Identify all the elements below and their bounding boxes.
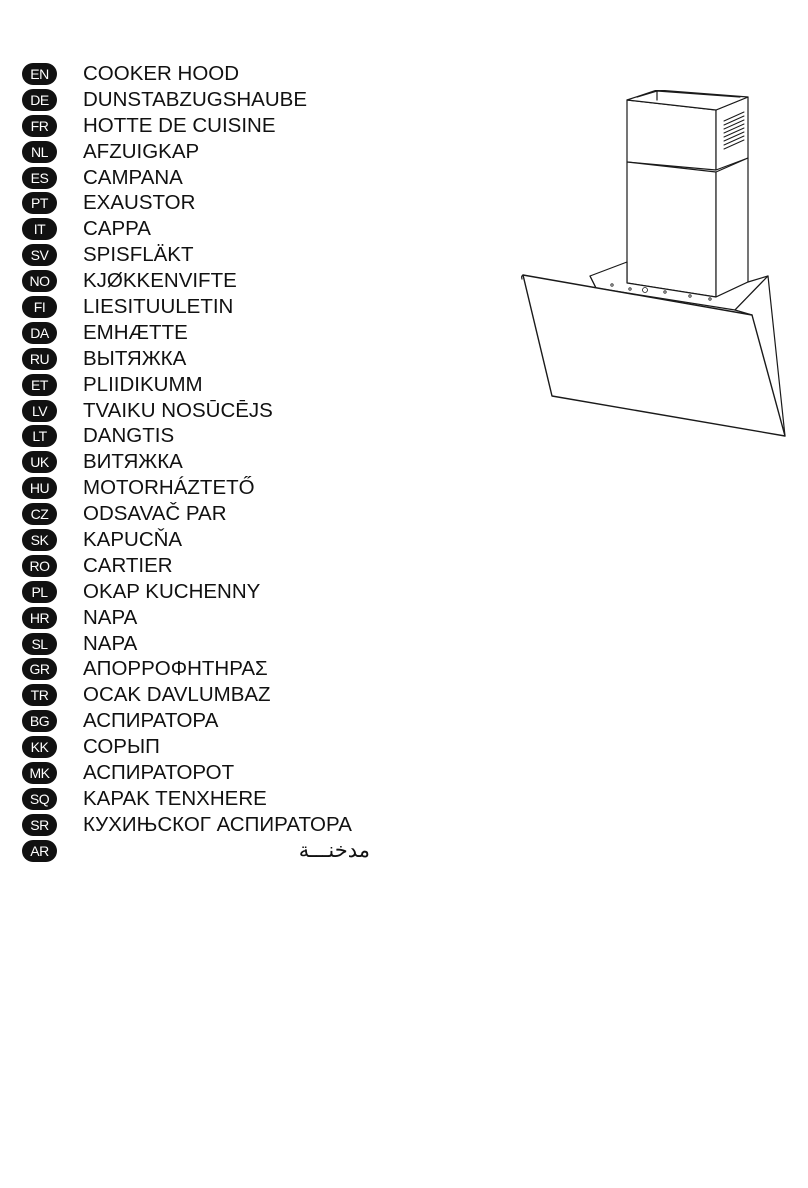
language-code-badge: SV: [22, 244, 57, 267]
language-code-badge: MK: [22, 761, 57, 784]
language-row-hu: HU MOTORHÁZTETŐ: [22, 475, 402, 501]
product-name-label: EXAUSTOR: [83, 191, 196, 215]
product-name-label: LIESITUULETIN: [83, 294, 234, 318]
product-name-label: TVAIKU NOSŪCĒJS: [83, 398, 273, 422]
product-name-label: КУХИЊСКОГ АСПИРАТОРА: [83, 812, 352, 836]
language-code-badge: HR: [22, 606, 57, 629]
language-code-badge: BG: [22, 710, 57, 733]
product-name-label: COOKER HOOD: [83, 61, 240, 85]
product-name-label: ODSAVAČ PAR: [83, 502, 227, 526]
language-code-badge: NL: [22, 140, 57, 163]
cooker-hood-icon: [521, 90, 786, 437]
product-name-label: KAPAK TENXHERE: [83, 786, 267, 810]
language-row-sq: SQ KAPAK TENXHERE: [22, 786, 402, 812]
product-name-label: NAPA: [83, 605, 138, 629]
product-name-label: ВИТЯЖКА: [83, 450, 183, 474]
language-row-sr: SR КУХИЊСКОГ АСПИРАТОРА: [22, 812, 402, 838]
language-row-fr: FR HOTTE DE CUISINE: [22, 113, 402, 139]
language-row-de: DE DUNSTABZUGSHAUBE: [22, 87, 402, 113]
screw-holes-icon: [610, 283, 712, 301]
language-code-badge: ES: [22, 166, 57, 189]
language-row-it: IT CAPPA: [22, 216, 402, 242]
language-row-ro: RO CARTIER: [22, 553, 402, 579]
product-name-label: KAPUCŇA: [83, 527, 183, 551]
language-code-badge: LV: [22, 399, 57, 422]
language-code-badge: FR: [22, 114, 57, 137]
language-row-es: ES CAMPANA: [22, 165, 402, 191]
language-row-sk: SK KAPUCŇA: [22, 527, 402, 553]
language-row-kk: KK СОРЫП: [22, 734, 402, 760]
language-row-ru: RU ВЫТЯЖКА: [22, 346, 402, 372]
language-row-tr: TR OCAK DAVLUMBAZ: [22, 682, 402, 708]
language-row-no: NO KJØKKENVIFTE: [22, 268, 402, 294]
product-name-label: ΑΠΟΡΡΟΦΗΤΗΡΑΣ: [83, 657, 268, 681]
language-code-badge: PT: [22, 192, 57, 215]
language-row-hr: HR NAPA: [22, 605, 402, 631]
language-code-badge: SR: [22, 813, 57, 836]
product-name-label: AFZUIGKAP: [83, 139, 200, 163]
product-name-label: HOTTE DE CUISINE: [83, 113, 276, 137]
product-name-label: مدخنـــة: [298, 838, 370, 862]
language-code-badge: NO: [22, 270, 57, 293]
product-name-label: DANGTIS: [83, 424, 175, 448]
product-name-label: OKAP KUCHENNY: [83, 579, 261, 603]
language-row-fi: FI LIESITUULETIN: [22, 294, 402, 320]
language-row-en: EN COOKER HOOD: [22, 61, 402, 87]
language-code-badge: TR: [22, 684, 57, 707]
language-row-uk: UK ВИТЯЖКА: [22, 449, 402, 475]
language-list: EN COOKER HOOD DE DUNSTABZUGSHAUBE FR HO…: [22, 61, 402, 864]
language-code-badge: LT: [22, 425, 57, 448]
product-name-label: CAMPANA: [83, 165, 183, 189]
language-code-badge: KK: [22, 736, 57, 759]
product-name-label: OCAK DAVLUMBAZ: [83, 683, 271, 707]
language-code-badge: SK: [22, 528, 57, 551]
language-code-badge: DA: [22, 321, 57, 344]
language-code-badge: SQ: [22, 787, 57, 810]
product-name-label: SPISFLÄKT: [83, 243, 194, 267]
language-row-pt: PT EXAUSTOR: [22, 190, 402, 216]
product-name-label: CAPPA: [83, 217, 151, 241]
language-code-badge: GR: [22, 658, 57, 681]
language-row-sl: SL NAPA: [22, 631, 402, 657]
language-row-lt: LT DANGTIS: [22, 423, 402, 449]
product-name-label: АСПИРАТОРОТ: [83, 760, 235, 784]
language-row-bg: BG АСПИРАТОРА: [22, 708, 402, 734]
language-row-nl: NL AFZUIGKAP: [22, 139, 402, 165]
product-name-label: ВЫТЯЖКА: [83, 346, 187, 370]
language-code-badge: PL: [22, 580, 57, 603]
language-code-badge: RU: [22, 347, 57, 370]
language-row-cz: CZ ODSAVAČ PAR: [22, 501, 402, 527]
product-name-label: CARTIER: [83, 553, 173, 577]
product-name-label: EMHÆTTE: [83, 320, 188, 344]
language-code-badge: AR: [22, 839, 57, 862]
language-code-badge: CZ: [22, 503, 57, 526]
language-row-gr: GR ΑΠΟΡΡΟΦΗΤΗΡΑΣ: [22, 656, 402, 682]
language-code-badge: DE: [22, 88, 57, 111]
language-code-badge: EN: [22, 62, 57, 85]
language-code-badge: RO: [22, 554, 57, 577]
vent-slots-icon: [723, 111, 745, 150]
product-name-label: АСПИРАТОРА: [83, 709, 219, 733]
language-row-lv: LV TVAIKU NOSŪCĒJS: [22, 398, 402, 424]
language-code-badge: FI: [22, 295, 57, 318]
language-row-da: DA EMHÆTTE: [22, 320, 402, 346]
language-row-mk: MK АСПИРАТОРОТ: [22, 760, 402, 786]
product-name-label: KJØKKENVIFTE: [83, 269, 237, 293]
language-code-badge: IT: [22, 218, 57, 241]
product-name-label: NAPA: [83, 631, 138, 655]
product-name-label: MOTORHÁZTETŐ: [83, 476, 255, 500]
product-name-label: СОРЫП: [83, 735, 160, 759]
language-code-badge: SL: [22, 632, 57, 655]
language-code-badge: UK: [22, 451, 57, 474]
language-row-ar: AR مدخنـــة: [22, 838, 402, 864]
language-code-badge: HU: [22, 477, 57, 500]
language-code-badge: ET: [22, 373, 57, 396]
product-name-label: PLIIDIKUMM: [83, 372, 203, 396]
language-row-pl: PL OKAP KUCHENNY: [22, 579, 402, 605]
language-row-et: ET PLIIDIKUMM: [22, 372, 402, 398]
language-row-sv: SV SPISFLÄKT: [22, 242, 402, 268]
product-name-label: DUNSTABZUGSHAUBE: [83, 87, 308, 111]
